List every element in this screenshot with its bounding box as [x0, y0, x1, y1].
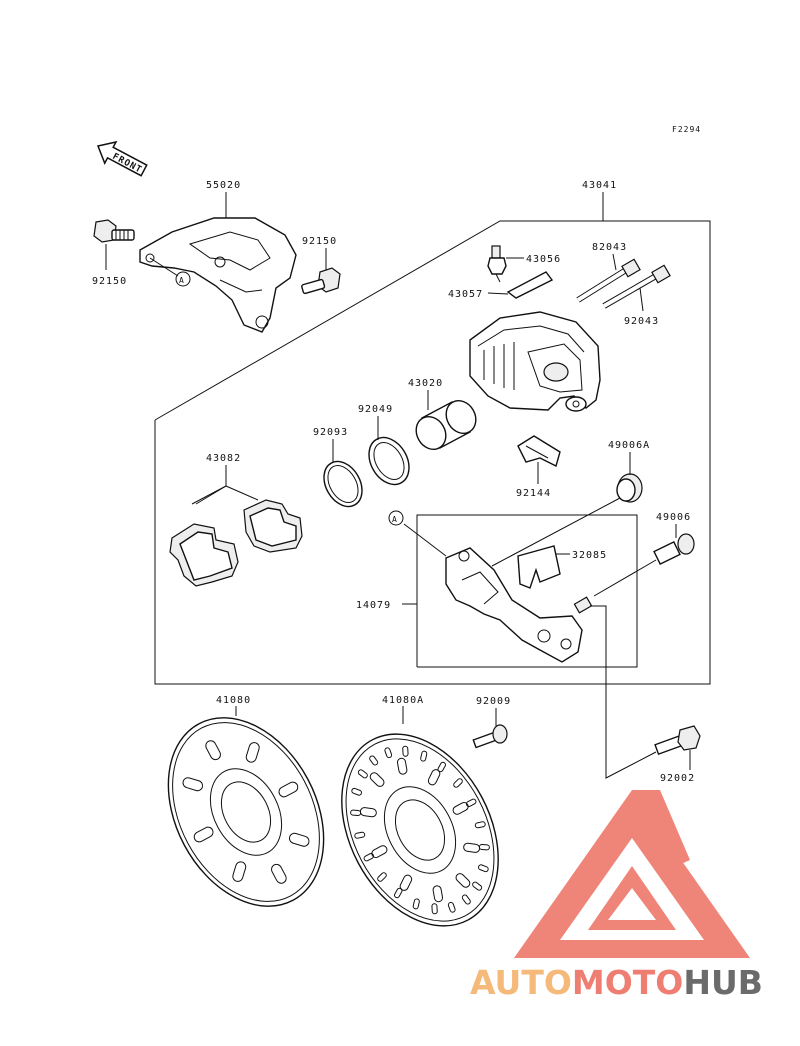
pin-bolt-part: [653, 533, 695, 566]
seal-inner-part: [323, 460, 363, 508]
disc-slot: [478, 864, 489, 873]
disc-slot: [182, 777, 204, 792]
label-43056: 43056: [526, 254, 561, 265]
disc-slot: [271, 863, 287, 884]
piston-part: [415, 399, 477, 451]
disc-slot: [432, 885, 444, 903]
label-43020: 43020: [408, 378, 443, 389]
disc-slot: [371, 845, 388, 858]
disc-slot: [357, 769, 368, 779]
boot-part: [616, 473, 643, 503]
watermark-hub: HUB: [683, 963, 763, 1002]
disc-slot: [350, 809, 362, 817]
label-92144: 92144: [516, 488, 551, 499]
callout-a-label: A: [179, 276, 185, 285]
watermark-text: AUTOMOTOHUB: [470, 963, 763, 1002]
watermark-auto: AUTO: [470, 963, 572, 1002]
assembly-frame: [154, 220, 711, 685]
pad-spring-part: [517, 435, 561, 468]
holder-part: [445, 547, 593, 663]
label-92093: 92093: [313, 427, 348, 438]
disc-slot: [394, 887, 403, 899]
disc-slot: [369, 755, 379, 766]
disc-slot: [474, 821, 486, 829]
disc-screw-part: [472, 724, 508, 749]
disc-part: [167, 717, 325, 907]
seal-outer-part: [368, 436, 410, 486]
label-55020: 55020: [206, 180, 241, 191]
label-92043: 92043: [624, 316, 659, 327]
label-92002: 92002: [660, 773, 695, 784]
label-43057: 43057: [448, 289, 483, 300]
label-92150-left: 92150: [92, 276, 127, 287]
label-14079: 14079: [356, 600, 391, 611]
disc-slot: [437, 761, 446, 773]
bleeder-part: [487, 245, 507, 283]
disc-slot: [245, 742, 260, 763]
bracket-part: [139, 217, 297, 333]
disc-slot: [377, 872, 387, 882]
disc-slot: [452, 802, 469, 815]
disc-slot: [447, 901, 456, 913]
diagram-ref: F2294: [672, 125, 701, 134]
label-49006a: 49006A: [608, 440, 650, 451]
disc-slot: [232, 861, 247, 882]
shim-part: [517, 545, 561, 589]
disc-slot: [351, 787, 362, 796]
callout-a-holder-label: A: [392, 515, 398, 524]
disc-slot: [455, 873, 471, 888]
caliper-body-part: [469, 311, 601, 412]
disc-slot: [363, 853, 374, 862]
disc-slot: [412, 898, 420, 910]
pin-lower-part: [602, 264, 671, 309]
label-41080a: 41080A: [382, 695, 424, 706]
disc-slot: [431, 903, 438, 915]
disc-slot: [420, 750, 428, 762]
label-43041: 43041: [582, 180, 617, 191]
spring-part: [506, 271, 554, 299]
disc-slot: [369, 772, 385, 787]
label-32085: 32085: [572, 550, 607, 561]
disc-alt-part: [341, 733, 499, 927]
bolt-right-part: [301, 267, 341, 295]
disc-slot: [288, 832, 310, 847]
disc-slot: [472, 881, 483, 891]
label-92150-right: 92150: [302, 236, 337, 247]
disc-slot: [453, 778, 463, 788]
label-82043: 82043: [592, 242, 627, 253]
label-92009: 92009: [476, 696, 511, 707]
callout-a-circle: [175, 271, 191, 287]
front-arrow-icon: FRONT: [96, 140, 148, 177]
watermark-logo: [514, 790, 750, 958]
disc-slot: [402, 745, 409, 757]
disc-slot: [193, 826, 214, 843]
disc-slot: [461, 894, 471, 905]
pin-upper-part: [576, 258, 641, 303]
pads-part: [169, 499, 303, 587]
label-41080: 41080: [216, 695, 251, 706]
holder-frame: [416, 514, 638, 668]
callout-a-holder-circle: [388, 510, 404, 526]
disc-slot: [396, 757, 408, 775]
watermark-moto: MOTO: [572, 963, 683, 1002]
disc-slot: [478, 843, 490, 851]
bolt-left-part: [93, 219, 135, 243]
mount-bolt-part: [654, 725, 701, 756]
label-49006: 49006: [656, 512, 691, 523]
disc-slot: [205, 740, 221, 761]
disc-slot: [384, 747, 393, 759]
label-92049: 92049: [358, 404, 393, 415]
disc-slot: [278, 781, 299, 798]
label-43082: 43082: [206, 453, 241, 464]
disc-slot: [466, 798, 477, 807]
disc-slot: [354, 831, 366, 839]
